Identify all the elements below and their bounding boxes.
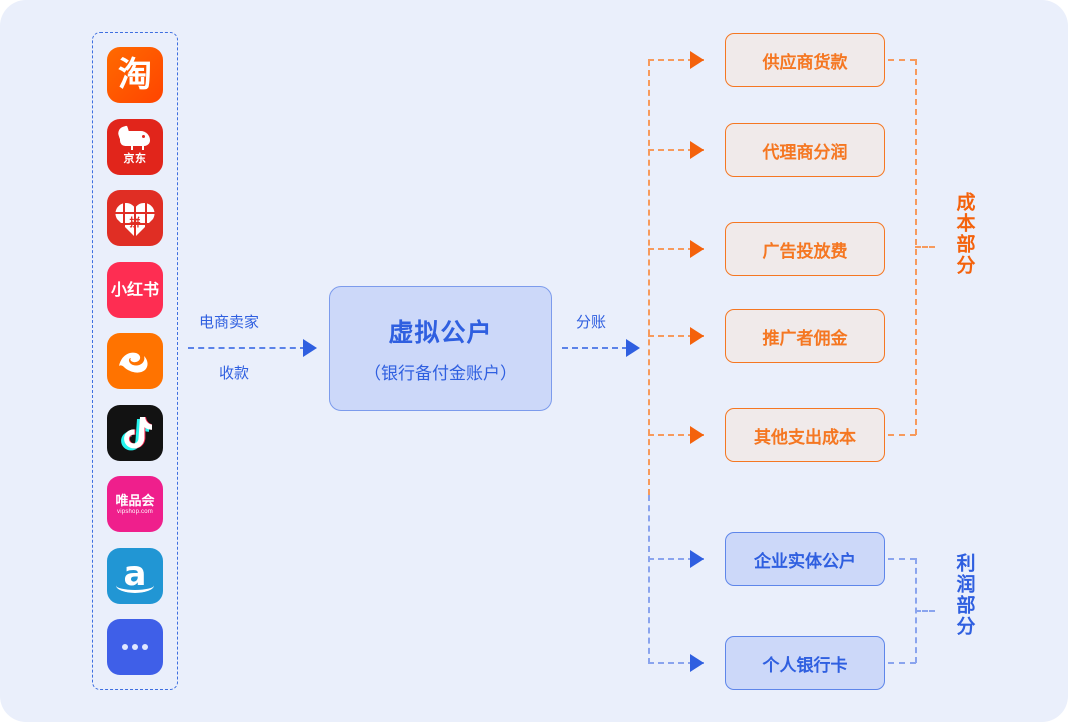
profit-group-label: 利润部分	[953, 553, 975, 637]
pdd-heart-mark: 拼	[115, 199, 155, 237]
cost-group-label: 成本部分	[953, 192, 975, 276]
jd-dog-mark	[116, 125, 152, 150]
cost-arrowhead-3	[690, 240, 704, 258]
jd-label: 京东	[123, 153, 147, 165]
inbound-label-top: 电商卖家	[199, 314, 260, 331]
cost-arrowhead-2	[690, 141, 704, 159]
profit-arrowhead-1	[690, 550, 704, 568]
cost-bracket-stub	[915, 246, 935, 248]
profit-bracket-bottom	[888, 662, 916, 664]
cost-node-label: 其他支出成本	[754, 427, 856, 447]
ellipsis-dots	[122, 644, 148, 650]
profit-arrowhead-2	[690, 654, 704, 672]
cost-node-ads[interactable]: 广告投放费	[725, 222, 885, 276]
cost-branch-5	[648, 434, 704, 436]
hub-subtitle: （银行备付金账户）	[364, 364, 517, 383]
jd-icon[interactable]: 京东	[107, 118, 163, 175]
alibaba-icon[interactable]	[107, 333, 163, 389]
pdd-glyph: 拼	[129, 216, 141, 229]
cost-node-agent[interactable]: 代理商分润	[725, 123, 885, 177]
taobao-glyph: 淘	[118, 55, 152, 95]
cost-spine-line	[648, 60, 650, 495]
profit-branch-1	[648, 558, 704, 560]
inbound-label-bottom: 收款	[219, 365, 250, 382]
more-icon[interactable]	[107, 619, 163, 675]
douyin-note-mark	[118, 415, 152, 451]
split-label: 分账	[576, 314, 607, 331]
amazon-smile-icon	[116, 578, 154, 593]
amazon-mark: a	[114, 557, 156, 593]
cost-arrowhead-5	[690, 426, 704, 444]
profit-node-label: 企业实体公户	[754, 551, 856, 571]
xiaohongshu-icon[interactable]: 小红书	[107, 261, 163, 318]
vipshop-domain: vipshop.com	[117, 508, 153, 515]
cost-branch-3	[648, 248, 704, 250]
amazon-icon[interactable]: a	[107, 547, 163, 604]
cost-bracket-bottom	[888, 434, 916, 436]
cost-arrowhead-1	[690, 51, 704, 69]
cost-node-other[interactable]: 其他支出成本	[725, 408, 885, 462]
cost-node-label: 推广者佣金	[762, 328, 848, 348]
split-connector-line	[562, 347, 628, 349]
inbound-connector-line	[188, 347, 306, 349]
alibaba-mark	[115, 347, 155, 375]
profit-bracket-stub	[915, 610, 935, 612]
inbound-arrowhead	[303, 339, 317, 357]
cost-branch-1	[648, 59, 704, 61]
profit-spine-line	[648, 495, 650, 664]
hub-title: 虚拟公户	[388, 319, 493, 347]
cost-node-label: 广告投放费	[762, 241, 848, 261]
cost-node-supplier[interactable]: 供应商货款	[725, 33, 885, 87]
cost-node-label: 代理商分润	[762, 142, 848, 162]
douyin-icon[interactable]	[107, 404, 163, 461]
split-arrowhead	[626, 339, 640, 357]
virtual-account-hub[interactable]: 虚拟公户 （银行备付金账户）	[329, 286, 552, 411]
profit-bracket-top	[888, 558, 916, 560]
profit-branch-2	[648, 662, 704, 664]
platform-list-panel: 淘 京东 拼 小红书	[92, 32, 178, 690]
profit-node-company[interactable]: 企业实体公户	[725, 532, 885, 586]
xiaohongshu-glyph: 小红书	[110, 279, 159, 299]
cost-bracket-top	[888, 59, 916, 61]
vipshop-glyph: 唯品会	[115, 492, 155, 508]
profit-node-label: 个人银行卡	[762, 655, 848, 675]
cost-node-label: 供应商货款	[762, 52, 848, 72]
cost-arrowhead-4	[690, 327, 704, 345]
vipshop-icon[interactable]: 唯品会 vipshop.com	[107, 476, 163, 532]
cost-branch-2	[648, 149, 704, 151]
pinduoduo-icon[interactable]: 拼	[107, 190, 163, 246]
taobao-icon[interactable]: 淘	[107, 47, 163, 103]
profit-node-personal[interactable]: 个人银行卡	[725, 636, 885, 690]
cost-branch-4	[648, 335, 704, 337]
cost-node-promoter[interactable]: 推广者佣金	[725, 309, 885, 363]
